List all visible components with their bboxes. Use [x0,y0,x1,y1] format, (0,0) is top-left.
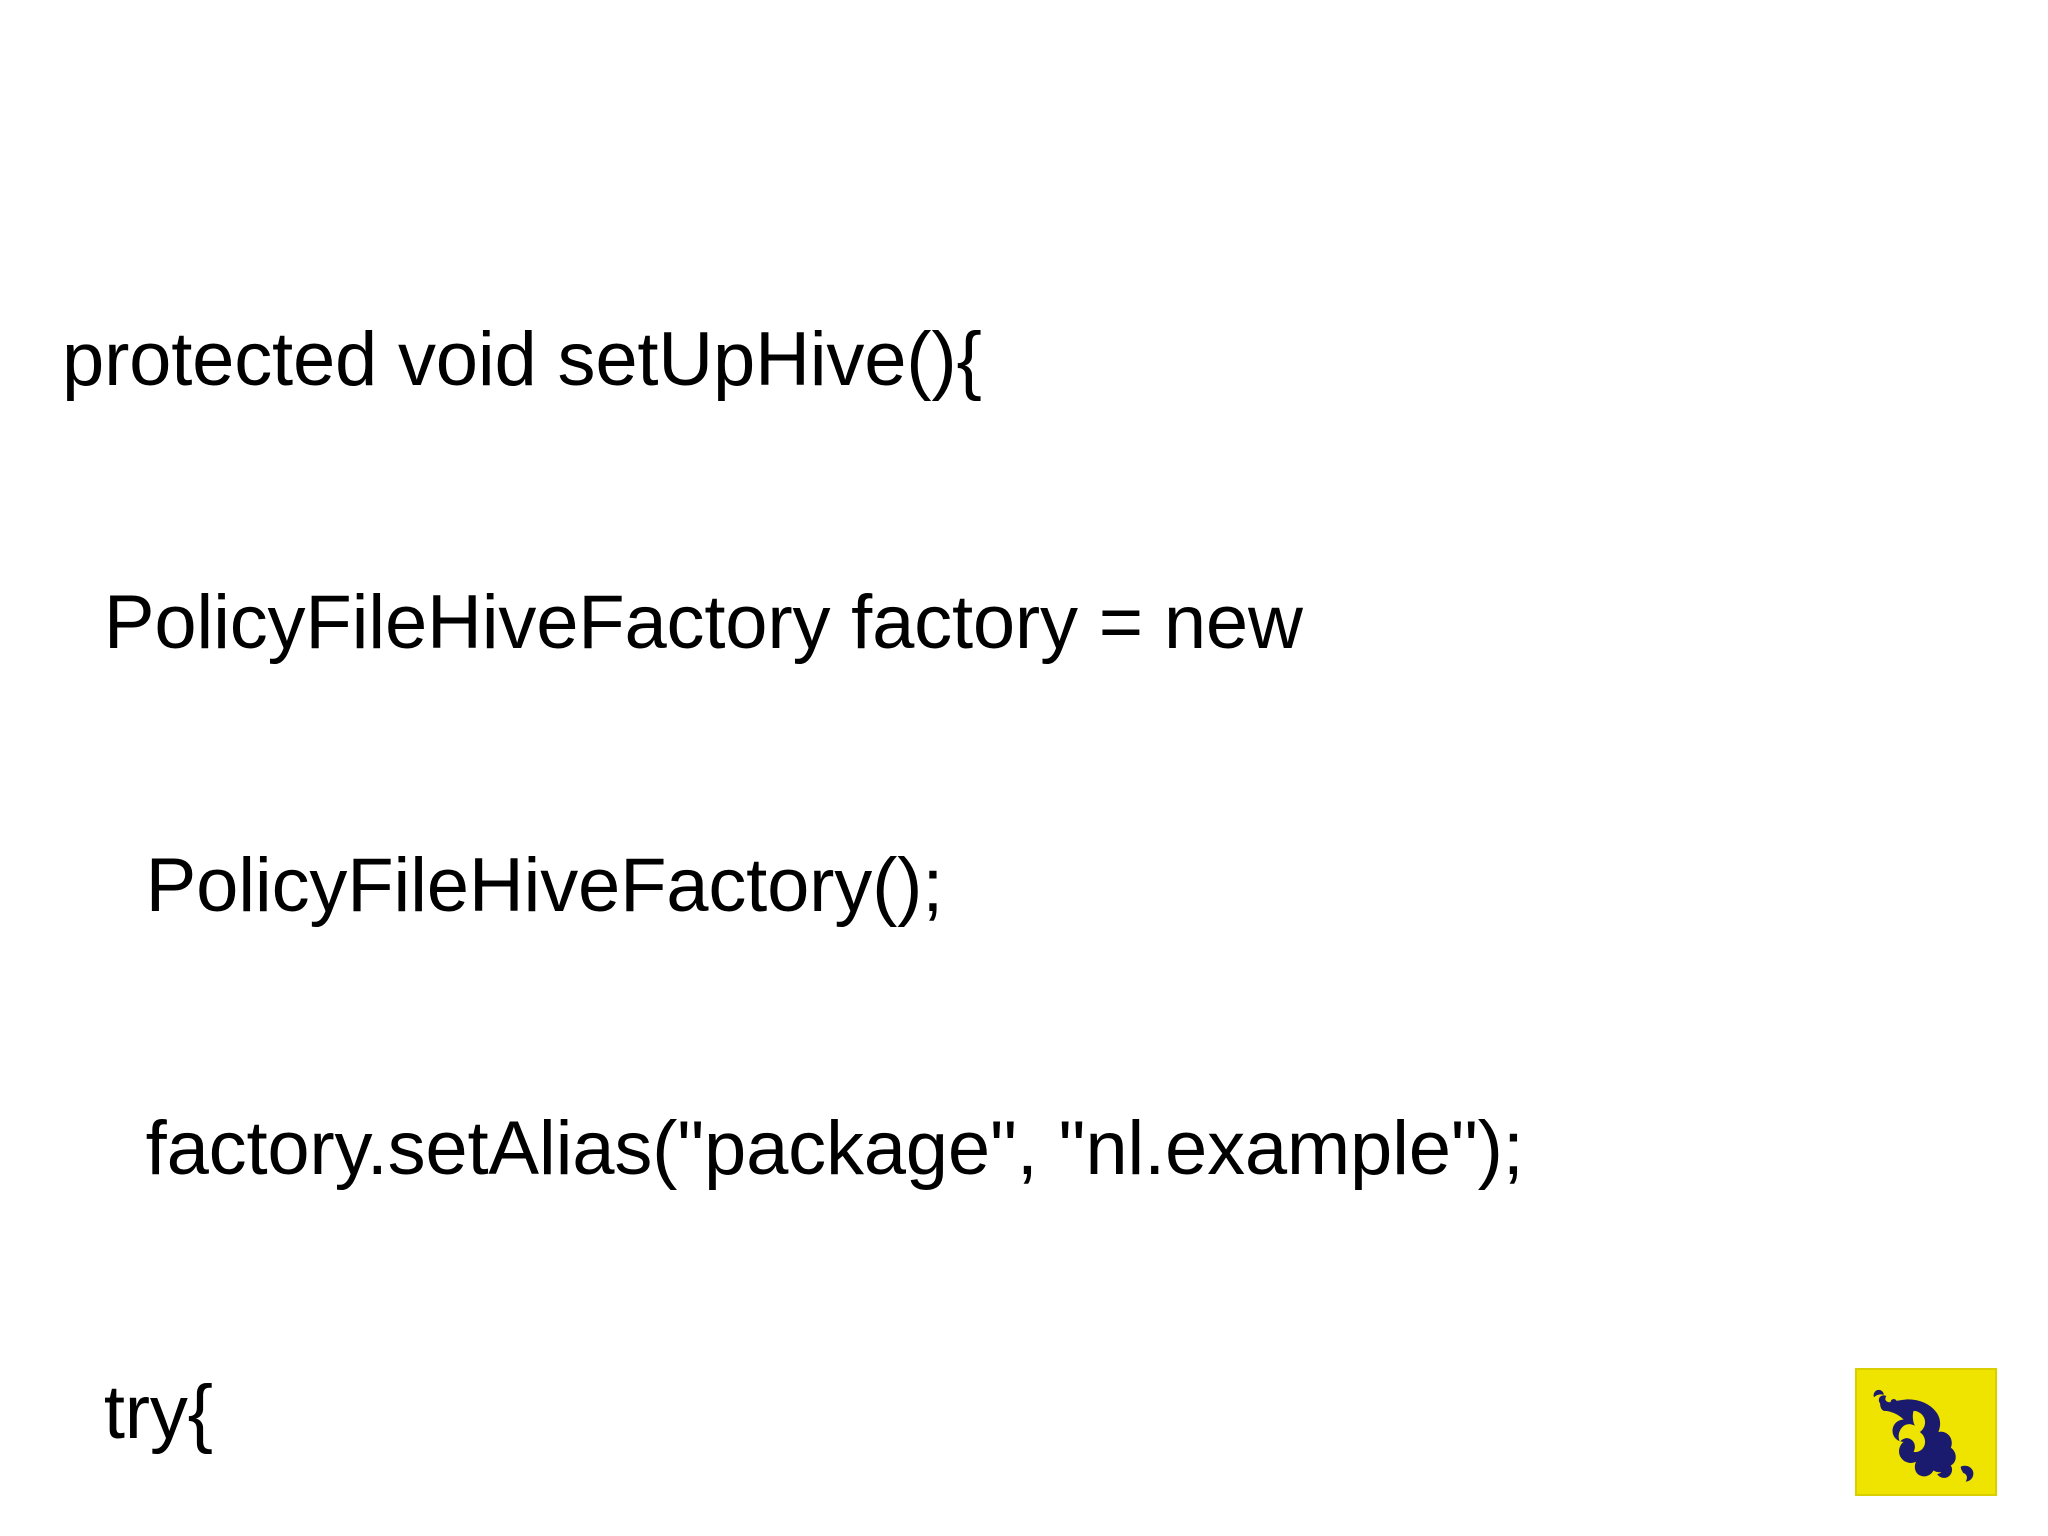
code-line: PolicyFileHiveFactory(); [62,843,944,929]
code-line: factory.setAlias("package", "nl.example"… [62,1106,1524,1192]
flanders-lion-logo [1855,1368,1997,1496]
lion-icon [1873,1389,1974,1482]
code-block: protected void setUpHive(){ PolicyFileHi… [62,140,1942,1536]
code-line: protected void setUpHive(){ [62,316,982,402]
code-line: try{ [62,1369,213,1455]
code-line: PolicyFileHiveFactory factory = new [62,579,1303,665]
